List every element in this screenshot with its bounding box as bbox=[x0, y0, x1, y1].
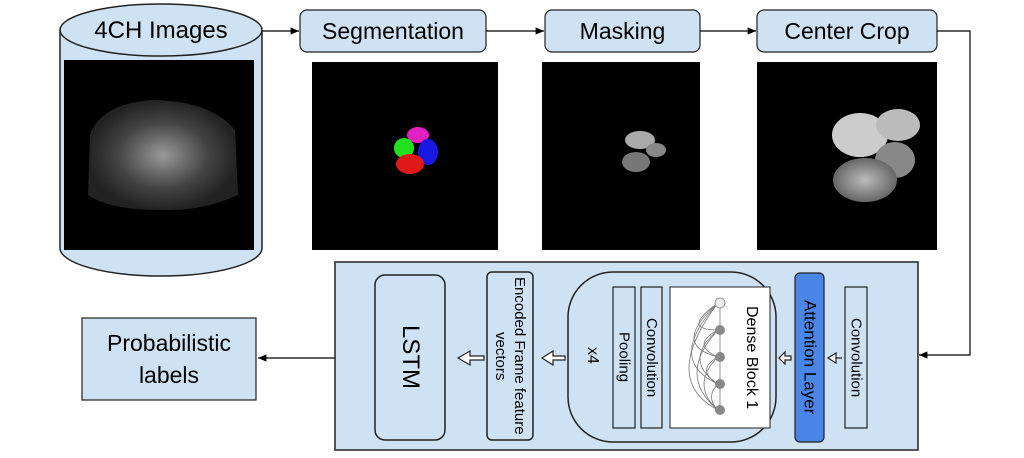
lstm-box bbox=[374, 274, 446, 441]
output-box bbox=[81, 317, 257, 401]
encoded-label: Encoded Frame feature vectors bbox=[492, 277, 528, 435]
attention-box bbox=[794, 272, 825, 443]
encoded-box bbox=[486, 271, 534, 441]
pooling-label: Pooling bbox=[615, 332, 633, 383]
attention-label: Attention Layer bbox=[800, 300, 820, 415]
convolution-label: Convolution bbox=[643, 317, 660, 398]
lstm-label: LSTM bbox=[397, 325, 424, 390]
convolution-in-label: Convolution bbox=[847, 317, 865, 398]
hollow-arrows bbox=[456, 349, 842, 367]
source-label: 4CH Images bbox=[94, 17, 228, 44]
dense-connectivity-icon bbox=[688, 302, 721, 411]
step-masking: Masking bbox=[579, 17, 666, 44]
repeat-label: x4 bbox=[584, 346, 601, 364]
cardiac-mri-image bbox=[88, 100, 238, 211]
step-center-crop: Center Crop bbox=[784, 17, 910, 44]
dense-block-label: Dense Block 1 bbox=[743, 305, 760, 410]
image-database-cylinder bbox=[59, 3, 263, 277]
output-label: Probabilistic labels bbox=[107, 330, 231, 388]
step-segmentation: Segmentation bbox=[322, 17, 464, 44]
masking-image bbox=[542, 62, 700, 250]
